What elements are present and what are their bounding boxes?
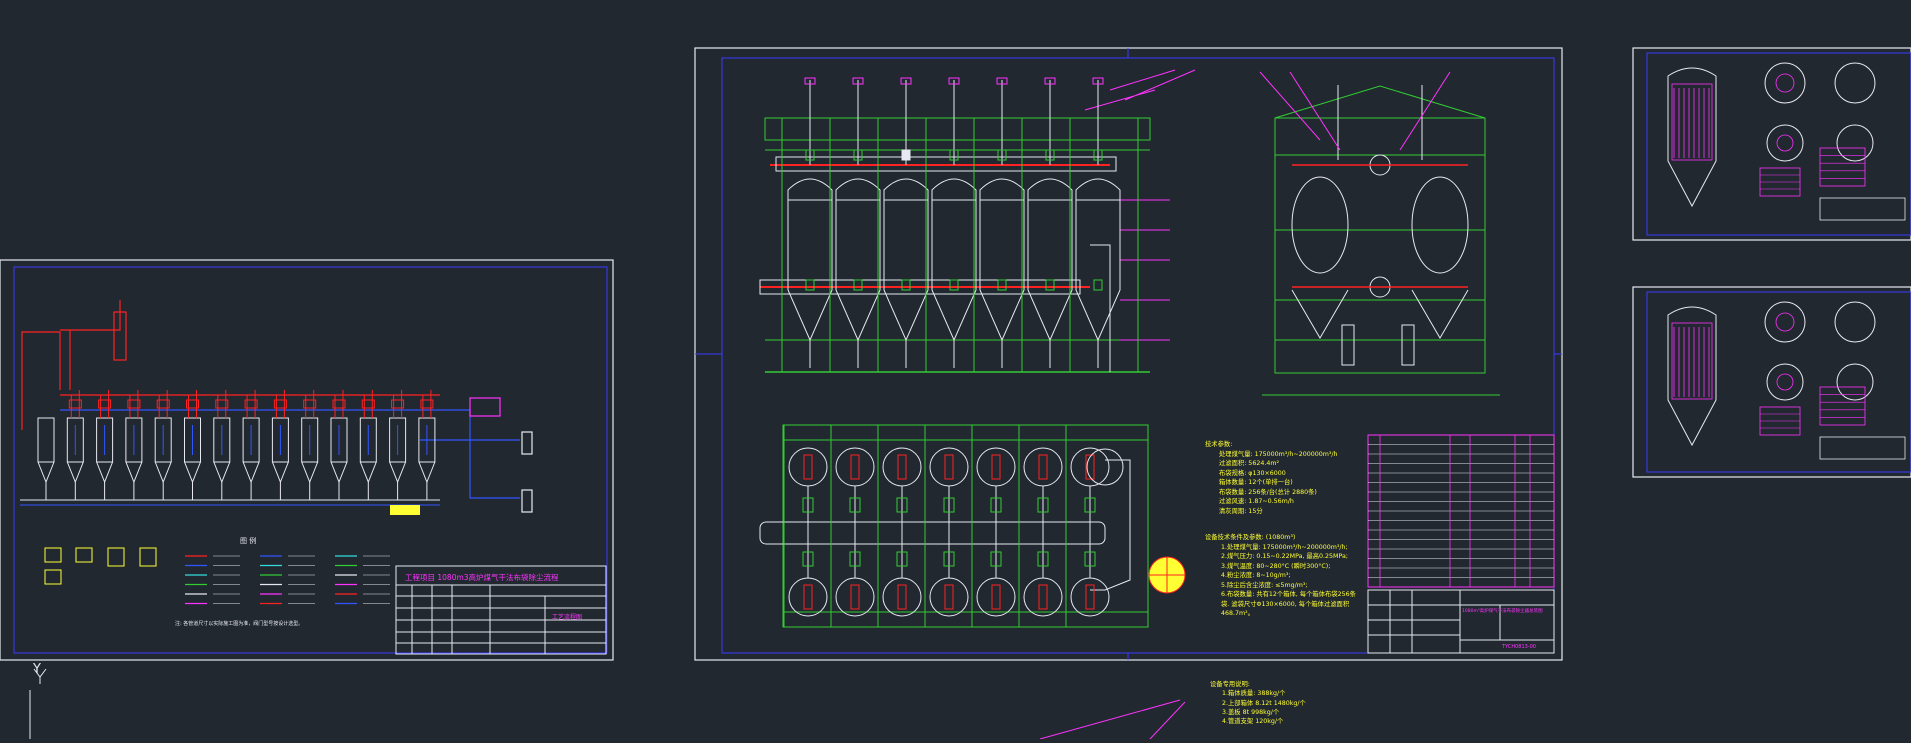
tech-param-line: 过滤面积: 5624.4m² [1219, 460, 1280, 467]
flow-filter-unit [271, 390, 289, 500]
tech-param-line: 清灰周期: 15分 [1219, 507, 1263, 515]
condition-line: 3.煤气温度: 80~280°C (瞬时300°C); [1221, 562, 1331, 570]
detail-sheet [1632, 47, 1911, 241]
filter-unit-plan-pair [971, 425, 1016, 627]
filter-unit-plan-pair [783, 425, 828, 627]
flow-outlet-tank-2 [521, 489, 533, 513]
filter-unit-elevation [1021, 77, 1073, 372]
tech-param-line: 箱体数量: 12个(单排一台) [1219, 479, 1293, 486]
filter-unit-plan-pair [1018, 425, 1063, 627]
filter-unit-elevation [877, 77, 929, 372]
flow-filter-unit [66, 390, 84, 500]
conditions-block: 设备技术条件及参数: (1080m³) 1.处理煤气量: 175000m³/h~… [1205, 533, 1356, 619]
condition-line: 4.粉尘浓度: 8~10g/m³; [1221, 572, 1291, 579]
sheet-details[interactable] [1632, 47, 1911, 478]
flow-filter-unit [330, 390, 348, 500]
left-title-block [395, 565, 607, 655]
main-title-block-text: 1080m³高炉煤气干法布袋除尘器总装图 [1462, 609, 1543, 614]
tech-param-line: 处理煤气量: 175000m³/h~200000m³/h [1219, 450, 1338, 458]
tech-param-line: 布袋规格: φ130×6000 [1219, 469, 1286, 477]
filter-unit-elevation [1069, 77, 1121, 372]
sheet-inner-border [721, 57, 1555, 654]
flow-filter-unit [242, 390, 260, 500]
filter-unit-elevation [925, 77, 977, 372]
flow-filter-array [37, 390, 436, 500]
filter-unit-elevation [973, 77, 1025, 372]
filter-unit-plan-pair [924, 425, 969, 627]
bottom-note-line: 3.盖板 8t 998kg/个 [1222, 708, 1280, 716]
ucs-y-label: Y [33, 662, 41, 677]
bottom-leaders [1039, 699, 1186, 740]
parts-list-table [1367, 434, 1555, 588]
left-sheet-title: 工程项目 1080m3高炉煤气干法布袋除尘流程 [405, 573, 559, 582]
tech-params-heading: 技术参数: [1205, 441, 1233, 448]
filter-unit-plan [783, 425, 1124, 627]
flow-filter-unit [389, 390, 407, 500]
detail-sheet [1632, 286, 1911, 478]
ucs-icon [29, 668, 47, 739]
filter-unit-elevation [781, 77, 833, 372]
main-title-block [1367, 589, 1555, 654]
sheet-process-flow[interactable] [0, 259, 614, 661]
flow-filter-unit [96, 390, 114, 500]
tech-param-line: 布袋数量: 256条/台(总计 2880条) [1219, 488, 1317, 496]
conditions-heading: 设备技术条件及参数: (1080m³) [1205, 534, 1296, 541]
condition-line: 1.处理煤气量: 175000m³/h~200000m³/h; [1221, 543, 1348, 551]
condition-line: 468.7m²。 [1221, 610, 1254, 617]
flow-filter-unit [37, 417, 55, 500]
flow-filter-unit [154, 390, 172, 500]
drawing-number: TYCH0813-00 [1502, 644, 1536, 650]
front-elevation [759, 69, 1196, 373]
flow-outlet-tank-1 [521, 431, 533, 455]
bottom-note-line: 4.管道支架 120kg/个 [1222, 718, 1284, 726]
left-title-block-text: 工艺流程图 [552, 614, 583, 621]
filter-unit-plan-pair [877, 425, 922, 627]
sheet-assembly[interactable] [694, 47, 1563, 661]
condition-line: 袋. 滤袋尺寸Φ130×6000, 每个箱体过滤面积 [1221, 600, 1350, 608]
condition-line: 2.煤气压力: 0.15~0.22MPa, 最高0.25MPa; [1221, 553, 1348, 560]
filter-unit-plan-pair [1065, 425, 1110, 627]
side-elevation [1259, 71, 1500, 396]
condition-line: 5.除尘后含尘浓度: ≤5mg/m³; [1221, 581, 1308, 589]
tech-params-block: 技术参数: 处理煤气量: 175000m³/h~200000m³/h 过滤面积: … [1205, 440, 1338, 516]
flow-filter-unit [213, 390, 231, 500]
legend-heading: 图 例 [240, 537, 257, 545]
plan-view [759, 424, 1186, 628]
filter-unit-row-front [781, 77, 1139, 372]
bottom-note-line: 1.箱体质量: 388kg/个 [1222, 690, 1286, 698]
extra-unit-plan [1086, 448, 1124, 486]
legend-symbols [44, 547, 157, 585]
flow-filter-unit [125, 390, 143, 500]
flow-diagram [20, 300, 533, 515]
flow-filter-unit [184, 390, 201, 500]
condition-line: 6.布袋数量: 共有12个箱体, 每个箱体布袋256条 [1221, 591, 1356, 598]
sheet-outer-frame [0, 259, 614, 661]
filter-unit-plan-pair [830, 425, 875, 627]
flow-filter-unit [359, 390, 377, 500]
flow-valve-box [469, 397, 501, 417]
legend-line-types [185, 555, 390, 605]
filter-unit-elevation [829, 77, 881, 372]
left-note: 注: 各管道尺寸以实际施工图为准，阀门型号按设计选型。 [175, 621, 304, 627]
flow-filter-unit [418, 390, 436, 500]
bottom-note-line: 2.上部箱体 8.12t 1480kg/个 [1222, 699, 1306, 707]
sheet-inner-border [13, 266, 608, 654]
flow-filter-unit [301, 390, 319, 500]
bottom-notes-heading: 设备专用说明: [1210, 681, 1250, 688]
tech-param-line: 过滤风速: 1.87~0.56m/h [1219, 498, 1294, 505]
